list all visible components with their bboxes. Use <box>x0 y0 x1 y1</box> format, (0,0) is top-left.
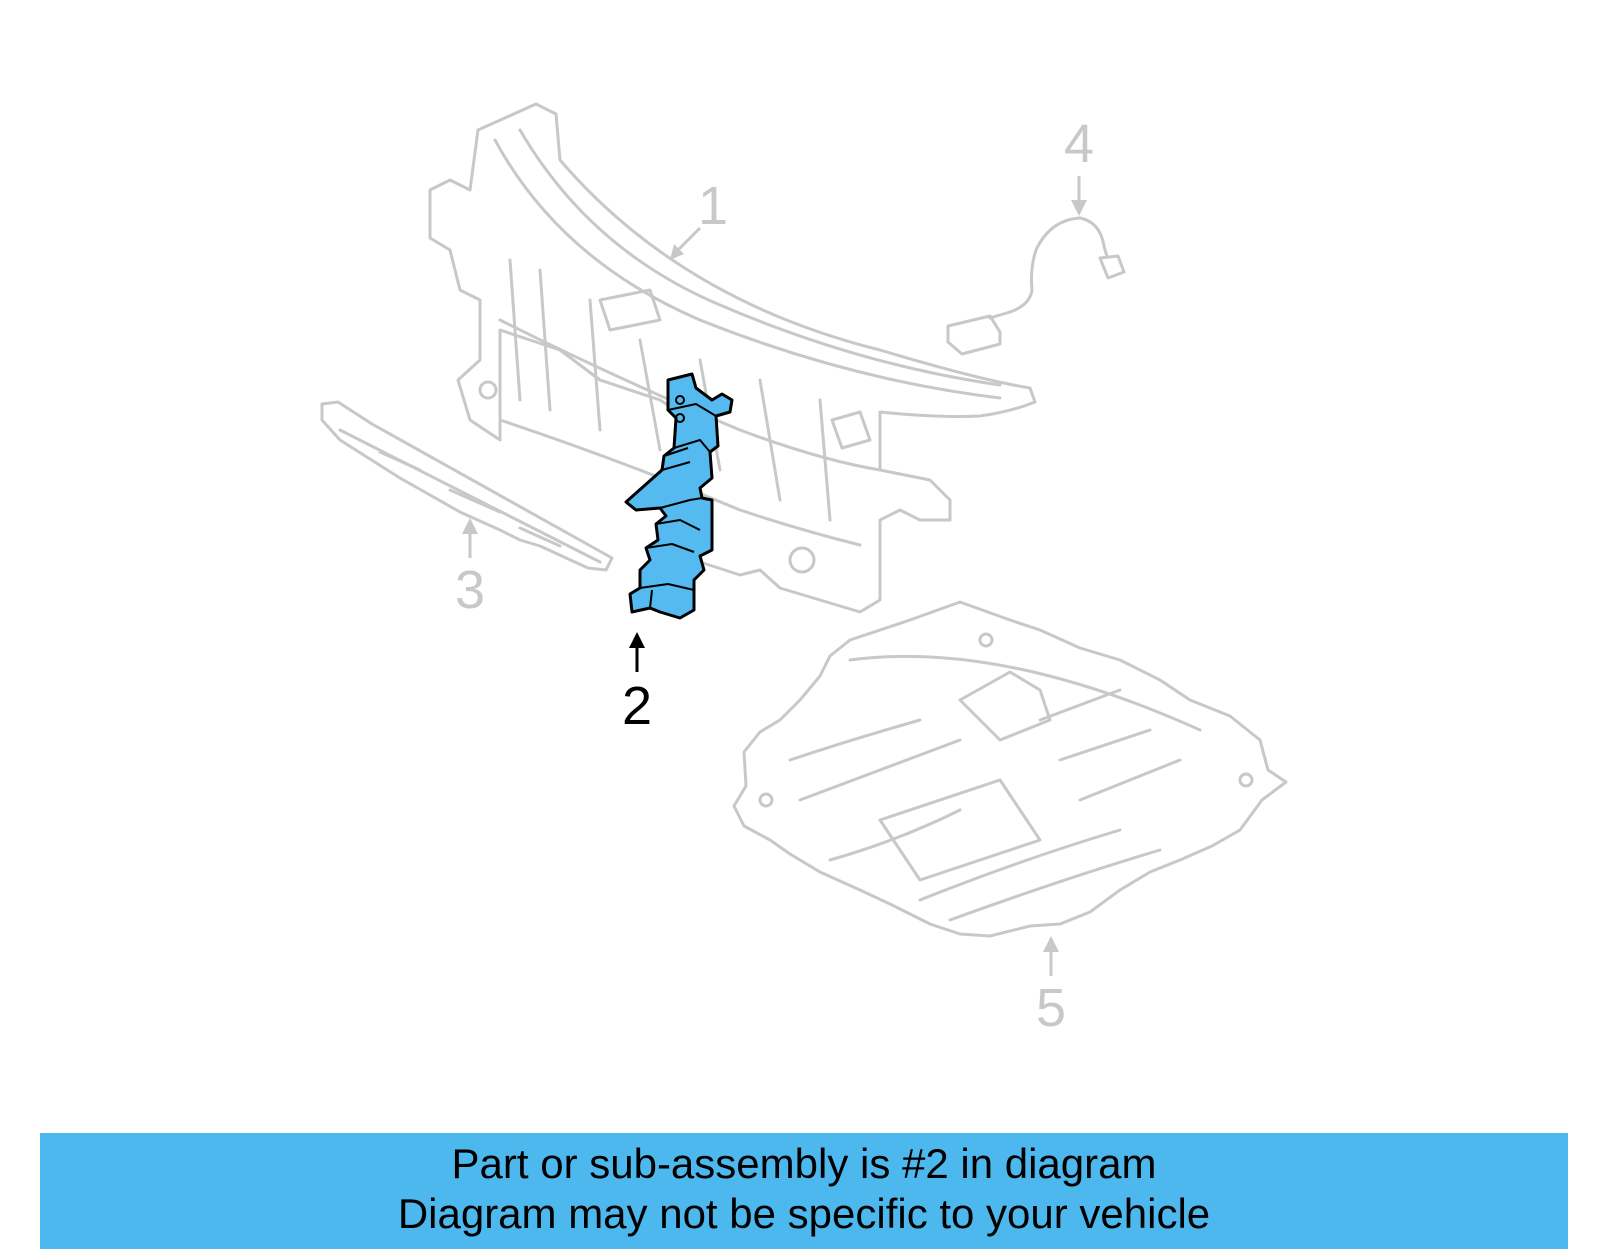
part-3-air-deflector <box>320 400 614 572</box>
callout-label-4: 4 <box>1064 114 1094 174</box>
part-2-highlighted-bracket <box>624 372 734 620</box>
parts-diagram: 1 2 3 4 5 <box>320 102 1288 1038</box>
callout-label-1: 1 <box>698 176 728 236</box>
callout-4: 4 <box>1064 114 1094 216</box>
part-1-radiator-support <box>428 102 1037 614</box>
banner-disclaimer: Diagram may not be specific to your vehi… <box>397 1190 1211 1237</box>
banner-part-note: Part or sub-assembly is #2 in diagram <box>451 1140 1157 1187</box>
part-4-wire-harness <box>946 216 1126 356</box>
part-5-undertray <box>732 600 1288 938</box>
callout-1: 1 <box>670 176 728 260</box>
callout-label-5: 5 <box>1036 978 1066 1038</box>
callout-5: 5 <box>1036 936 1066 1038</box>
callout-2: 2 <box>622 632 652 736</box>
callout-label-3: 3 <box>455 560 485 620</box>
info-banner: Part or sub-assembly is #2 in diagram Di… <box>40 1133 1568 1249</box>
callout-label-2: 2 <box>622 676 652 736</box>
callout-3: 3 <box>455 518 485 620</box>
